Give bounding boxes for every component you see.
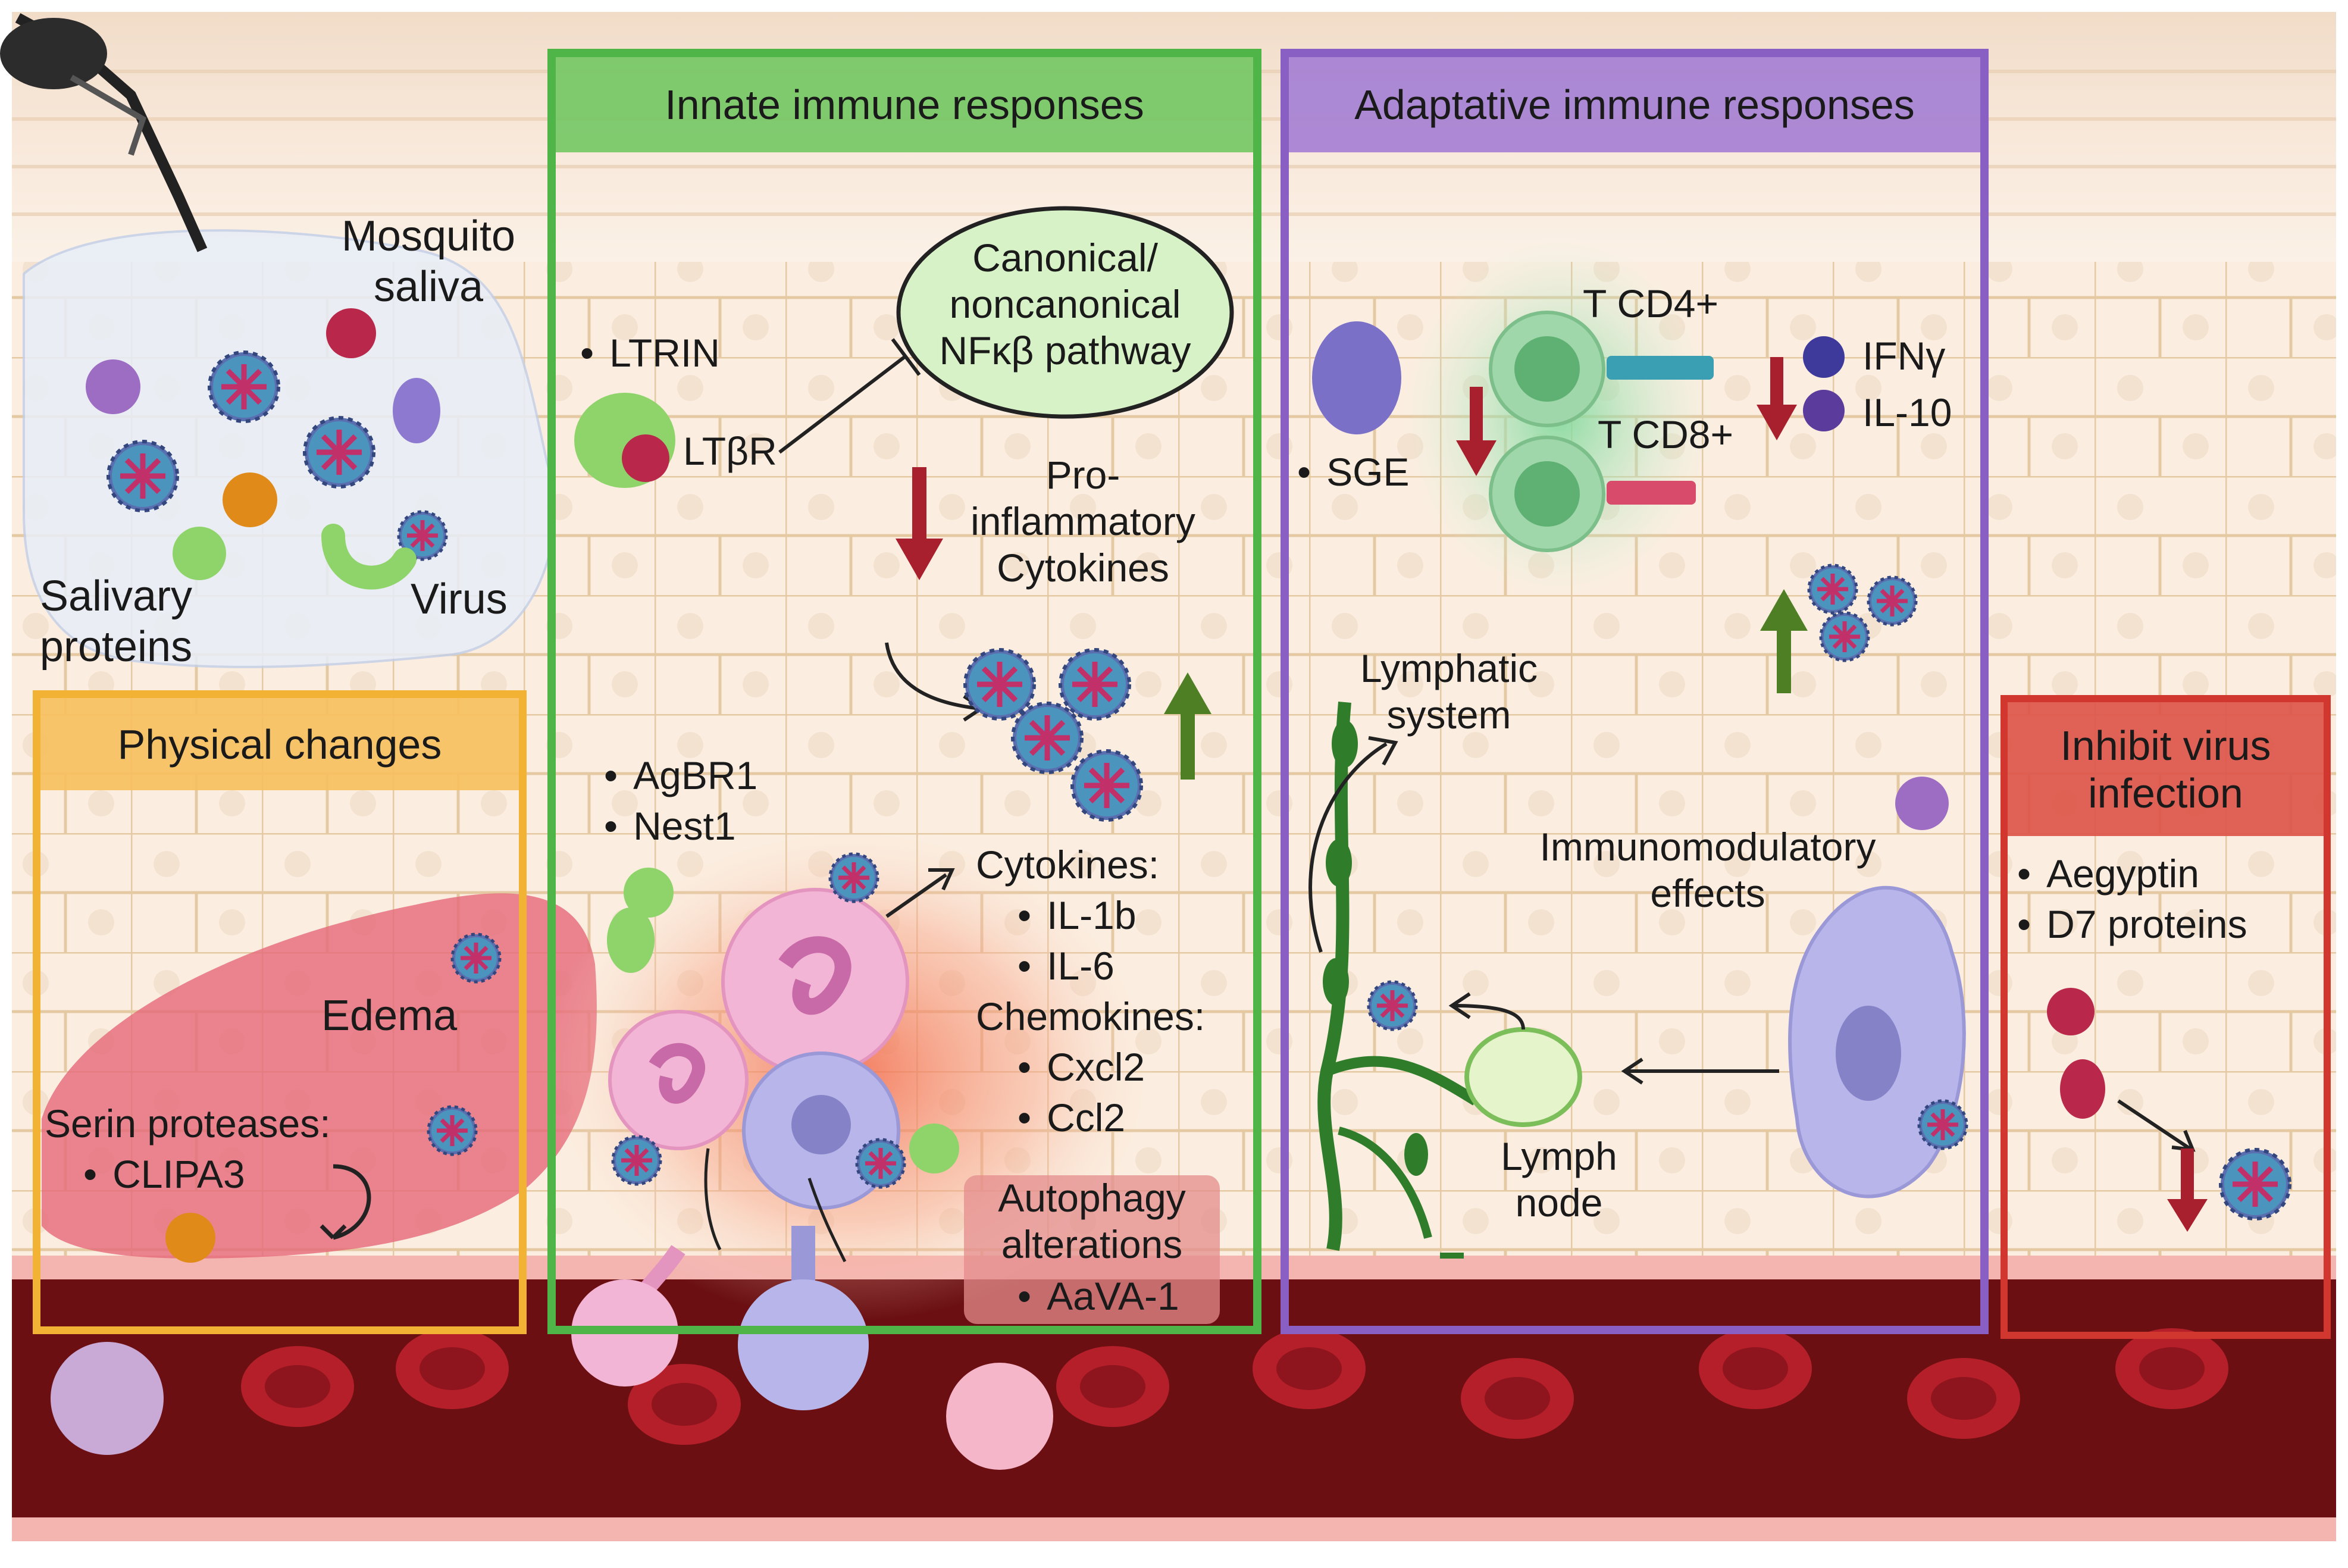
nfkb-line2: noncanonical xyxy=(949,281,1181,326)
pro-inflammatory-label: Pro- inflammatory Cytokines xyxy=(946,452,1220,591)
lymph-node-line2: node xyxy=(1515,1180,1603,1225)
innate-panel xyxy=(547,49,1261,1334)
autophagy-line1: Autophagy xyxy=(998,1176,1186,1220)
nfkb-line1: Canonical/ xyxy=(972,236,1158,280)
chemokines-label: Chemokines: xyxy=(976,994,1206,1038)
il1b-item: IL-1b xyxy=(1018,893,1136,939)
cxcl2-item: Cxcl2 xyxy=(1018,1044,1145,1091)
ltbr-label: LTβR xyxy=(683,429,777,473)
mosquito-saliva-line2: saliva xyxy=(373,262,484,311)
lymph-node-line1: Lymph xyxy=(1501,1134,1617,1178)
adaptive-panel-title: Adaptative immune responses xyxy=(1354,82,1915,128)
d7-proteins-item: D7 proteins xyxy=(2017,902,2247,948)
edema-label: Edema xyxy=(321,992,458,1040)
inhibit-panel-header: Inhibit virus infection xyxy=(2008,702,2324,836)
lymphatic-system-label: Lymphatic system xyxy=(1333,646,1565,738)
nfkb-pathway-label: Canonical/ noncanonical NFκβ pathway xyxy=(904,235,1226,374)
autophagy-label: Autophagy alterations xyxy=(964,1175,1220,1268)
adaptive-panel-header: Adaptative immune responses xyxy=(1289,57,1980,152)
inhibit-panel-title-line1: Inhibit virus xyxy=(2060,722,2271,769)
virus-label: Virus xyxy=(411,575,508,623)
agbr1-item: AgBR1 xyxy=(604,753,757,799)
nest1-item: Nest1 xyxy=(604,803,735,850)
physical-panel-title: Physical changes xyxy=(117,721,442,768)
il6-item: IL-6 xyxy=(1018,943,1114,990)
physical-panel-header: Physical changes xyxy=(40,698,519,790)
pro-inflammatory-line3: Cytokines xyxy=(997,545,1169,590)
lymphatic-line1: Lymphatic xyxy=(1360,646,1538,690)
inhibit-panel xyxy=(2001,695,2331,1339)
adaptive-panel xyxy=(1281,49,1989,1334)
physical-panel xyxy=(33,690,527,1334)
ifng-label: IFNγ xyxy=(1862,334,1946,378)
aegyptin-item: Aegyptin xyxy=(2017,851,2199,897)
nfkb-line3: NFκβ pathway xyxy=(939,328,1191,373)
salivary-proteins-line1: Salivary xyxy=(39,572,193,620)
serin-proteases-label: Serin proteases: xyxy=(45,1101,331,1146)
immunomodulatory-line1: Immunomodulatory xyxy=(1539,825,1876,869)
immunomodulatory-label: Immunomodulatory effects xyxy=(1499,824,1916,917)
salivary-proteins-label: Salivary proteins xyxy=(18,571,214,672)
mosquito-saliva-label: Mosquito saliva xyxy=(309,211,547,312)
pro-inflammatory-line1: Pro- xyxy=(1045,453,1120,497)
il10-label: IL-10 xyxy=(1862,390,1952,434)
tcd8-label: T CD8+ xyxy=(1598,412,1734,456)
aava1-item: AaVA-1 xyxy=(1018,1273,1179,1320)
clipa3-item: CLIPA3 xyxy=(83,1151,245,1198)
inhibit-panel-title-line2: infection xyxy=(2088,769,2243,816)
ltrin-item: LTRIN xyxy=(580,330,720,377)
mosquito-saliva-line1: Mosquito xyxy=(341,212,516,260)
salivary-proteins-line2: proteins xyxy=(39,622,193,671)
immunomodulatory-line2: effects xyxy=(1650,871,1765,915)
tcd4-label: T CD4+ xyxy=(1583,281,1719,326)
cytokines-label: Cytokines: xyxy=(976,843,1160,887)
pro-inflammatory-line2: inflammatory xyxy=(970,499,1195,543)
lymphatic-line2: system xyxy=(1386,692,1511,737)
autophagy-line2: alterations xyxy=(1001,1222,1183,1266)
innate-panel-header: Innate immune responses xyxy=(556,57,1253,152)
ccl2-item: Ccl2 xyxy=(1018,1095,1125,1141)
innate-panel-title: Innate immune responses xyxy=(665,82,1144,128)
lymph-node-label: Lymph node xyxy=(1476,1134,1642,1226)
sge-item: SGE xyxy=(1297,449,1409,496)
